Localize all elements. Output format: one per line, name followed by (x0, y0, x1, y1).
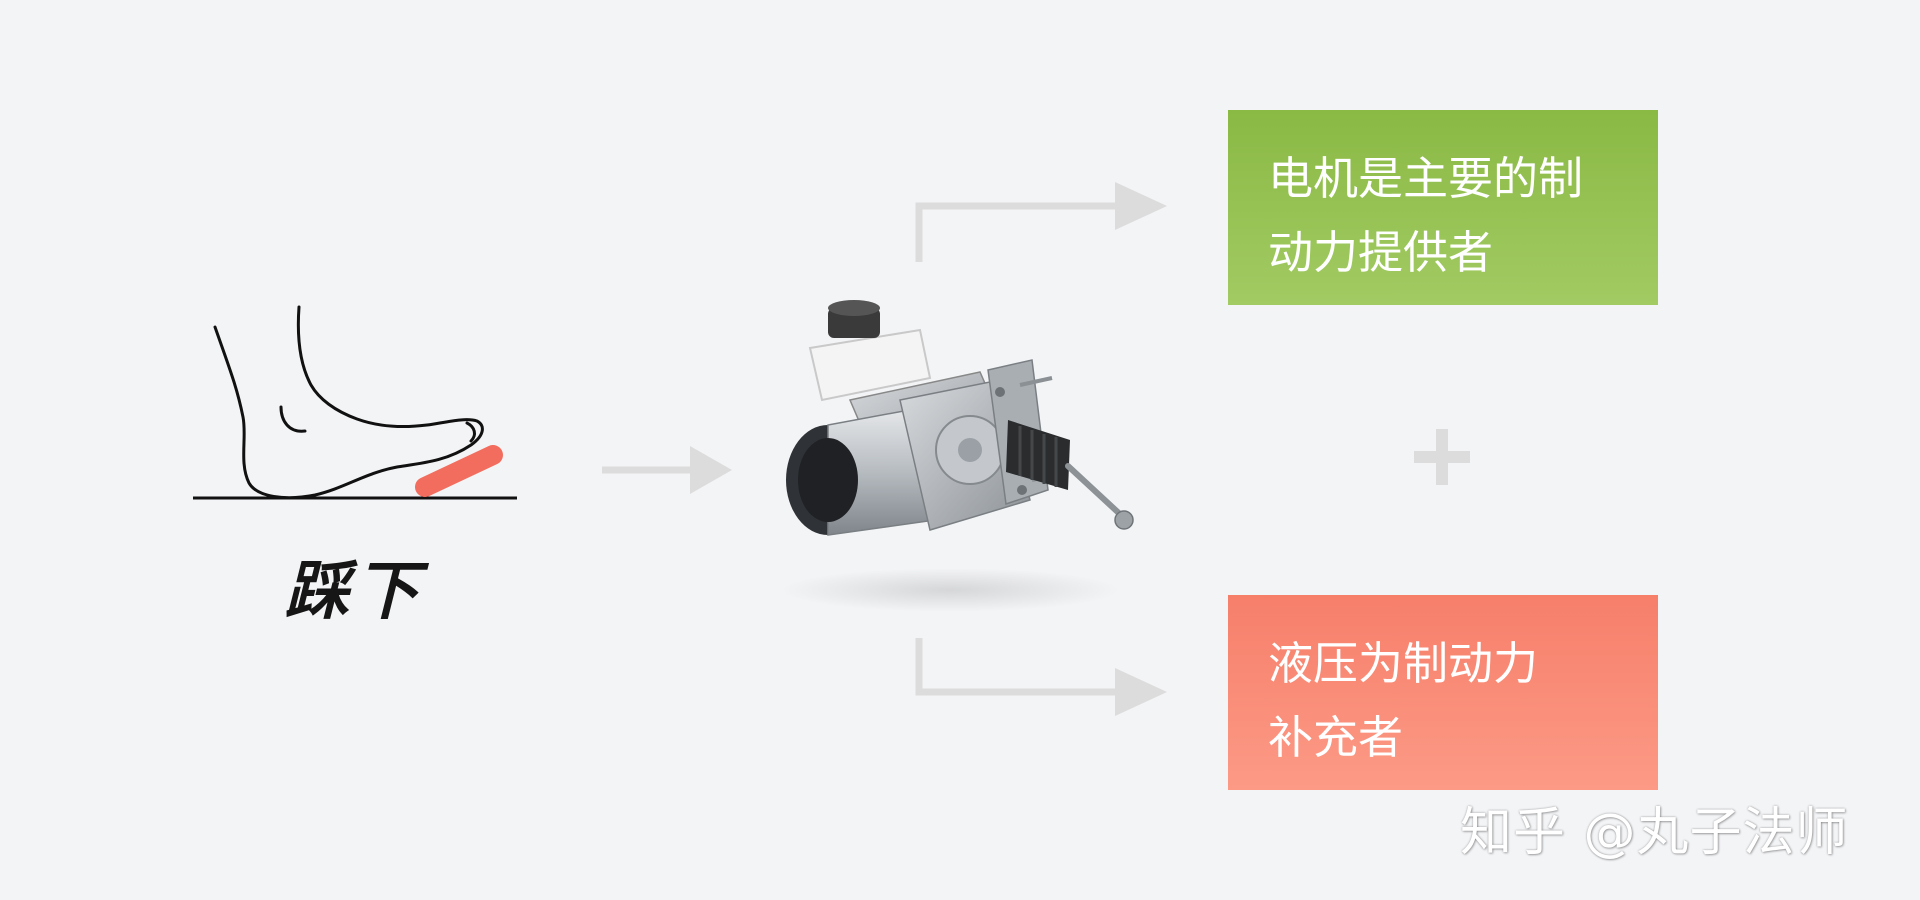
arrow-right-icon (915, 638, 1167, 716)
motor-primary-braking-box: 电机是主要的制 动力提供者 (1228, 110, 1658, 305)
foot-pedal-icon (193, 305, 517, 500)
arrow-right-icon (602, 446, 732, 494)
press-label: 踩下 (285, 555, 425, 629)
watermark: 知乎 @丸子法师 (1460, 803, 1849, 863)
plus-icon (1414, 429, 1470, 485)
hydraulic-box-line2: 补充者 (1268, 711, 1404, 764)
booster-device-icon (780, 300, 1134, 612)
motor-box-line2: 动力提供者 (1268, 226, 1494, 279)
hydraulic-supplement-box: 液压为制动力 补充者 (1228, 595, 1658, 790)
hydraulic-box-line1: 液压为制动力 (1268, 637, 1539, 690)
motor-box-line1: 电机是主要的制 (1268, 152, 1584, 205)
arrow-right-icon (915, 182, 1167, 262)
